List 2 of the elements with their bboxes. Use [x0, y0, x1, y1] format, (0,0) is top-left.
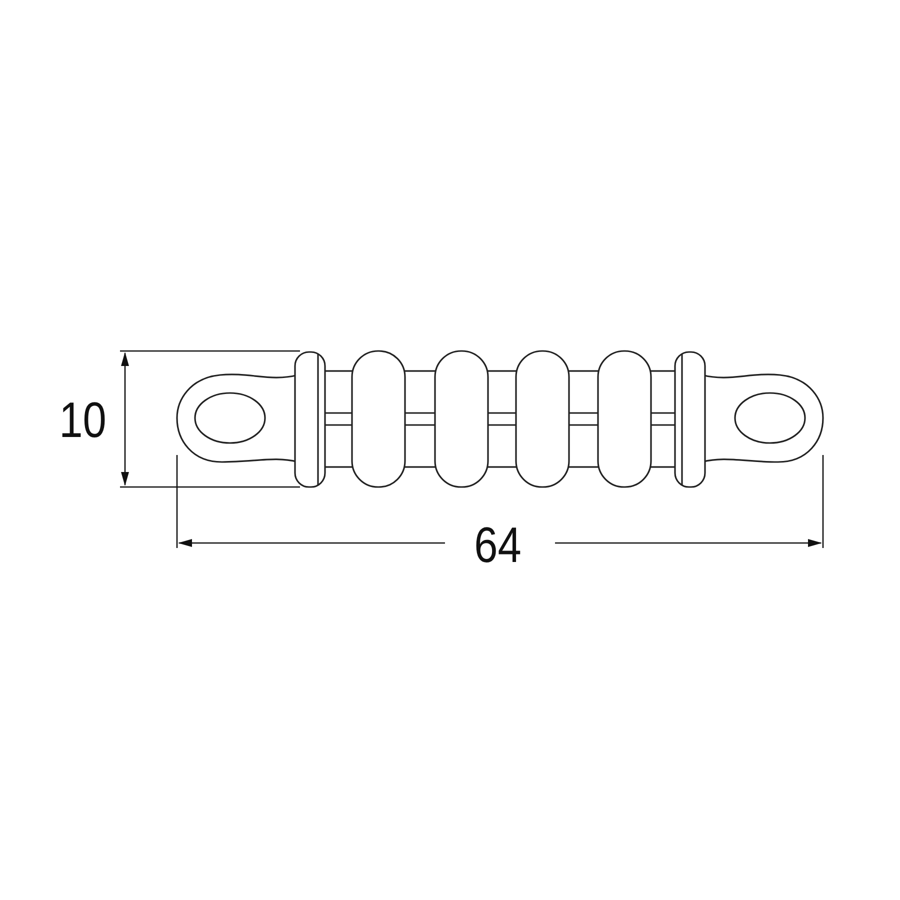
dimension-label: 64 [474, 520, 522, 570]
dimension-label: 10 [59, 395, 106, 445]
